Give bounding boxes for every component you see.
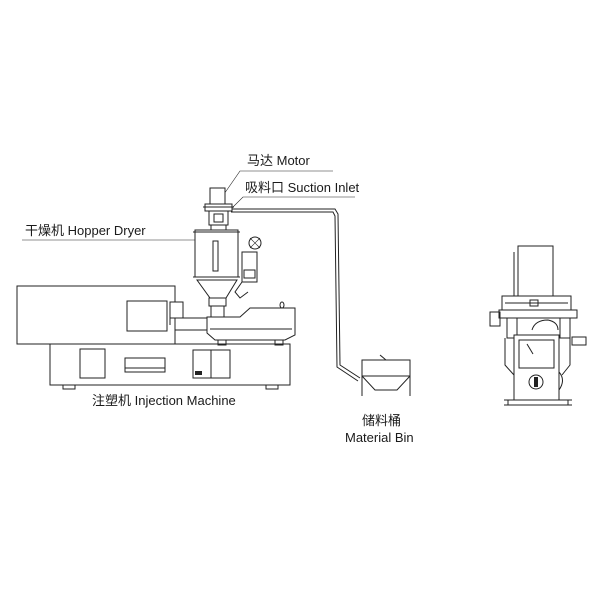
suction-pipe bbox=[231, 208, 361, 382]
suction-inlet-leader bbox=[230, 196, 355, 210]
suction-inlet-label: 吸料口 Suction Inlet bbox=[245, 180, 360, 195]
side-view-machine bbox=[489, 245, 587, 406]
hopper-dryer bbox=[193, 229, 262, 318]
injection-machine-label: 注塑机 Injection Machine bbox=[92, 393, 236, 408]
material-bin-label-en: Material Bin bbox=[345, 430, 414, 445]
hopper-dryer-label: 干燥机 Hopper Dryer bbox=[25, 223, 146, 238]
motor-label: 马达 Motor bbox=[247, 153, 310, 168]
injection-machine bbox=[16, 285, 296, 390]
motor-leader bbox=[221, 170, 333, 198]
material-bin-label-cn: 储料桶 bbox=[362, 413, 402, 428]
material-bin bbox=[361, 354, 411, 396]
vacuum-loader bbox=[203, 187, 234, 231]
